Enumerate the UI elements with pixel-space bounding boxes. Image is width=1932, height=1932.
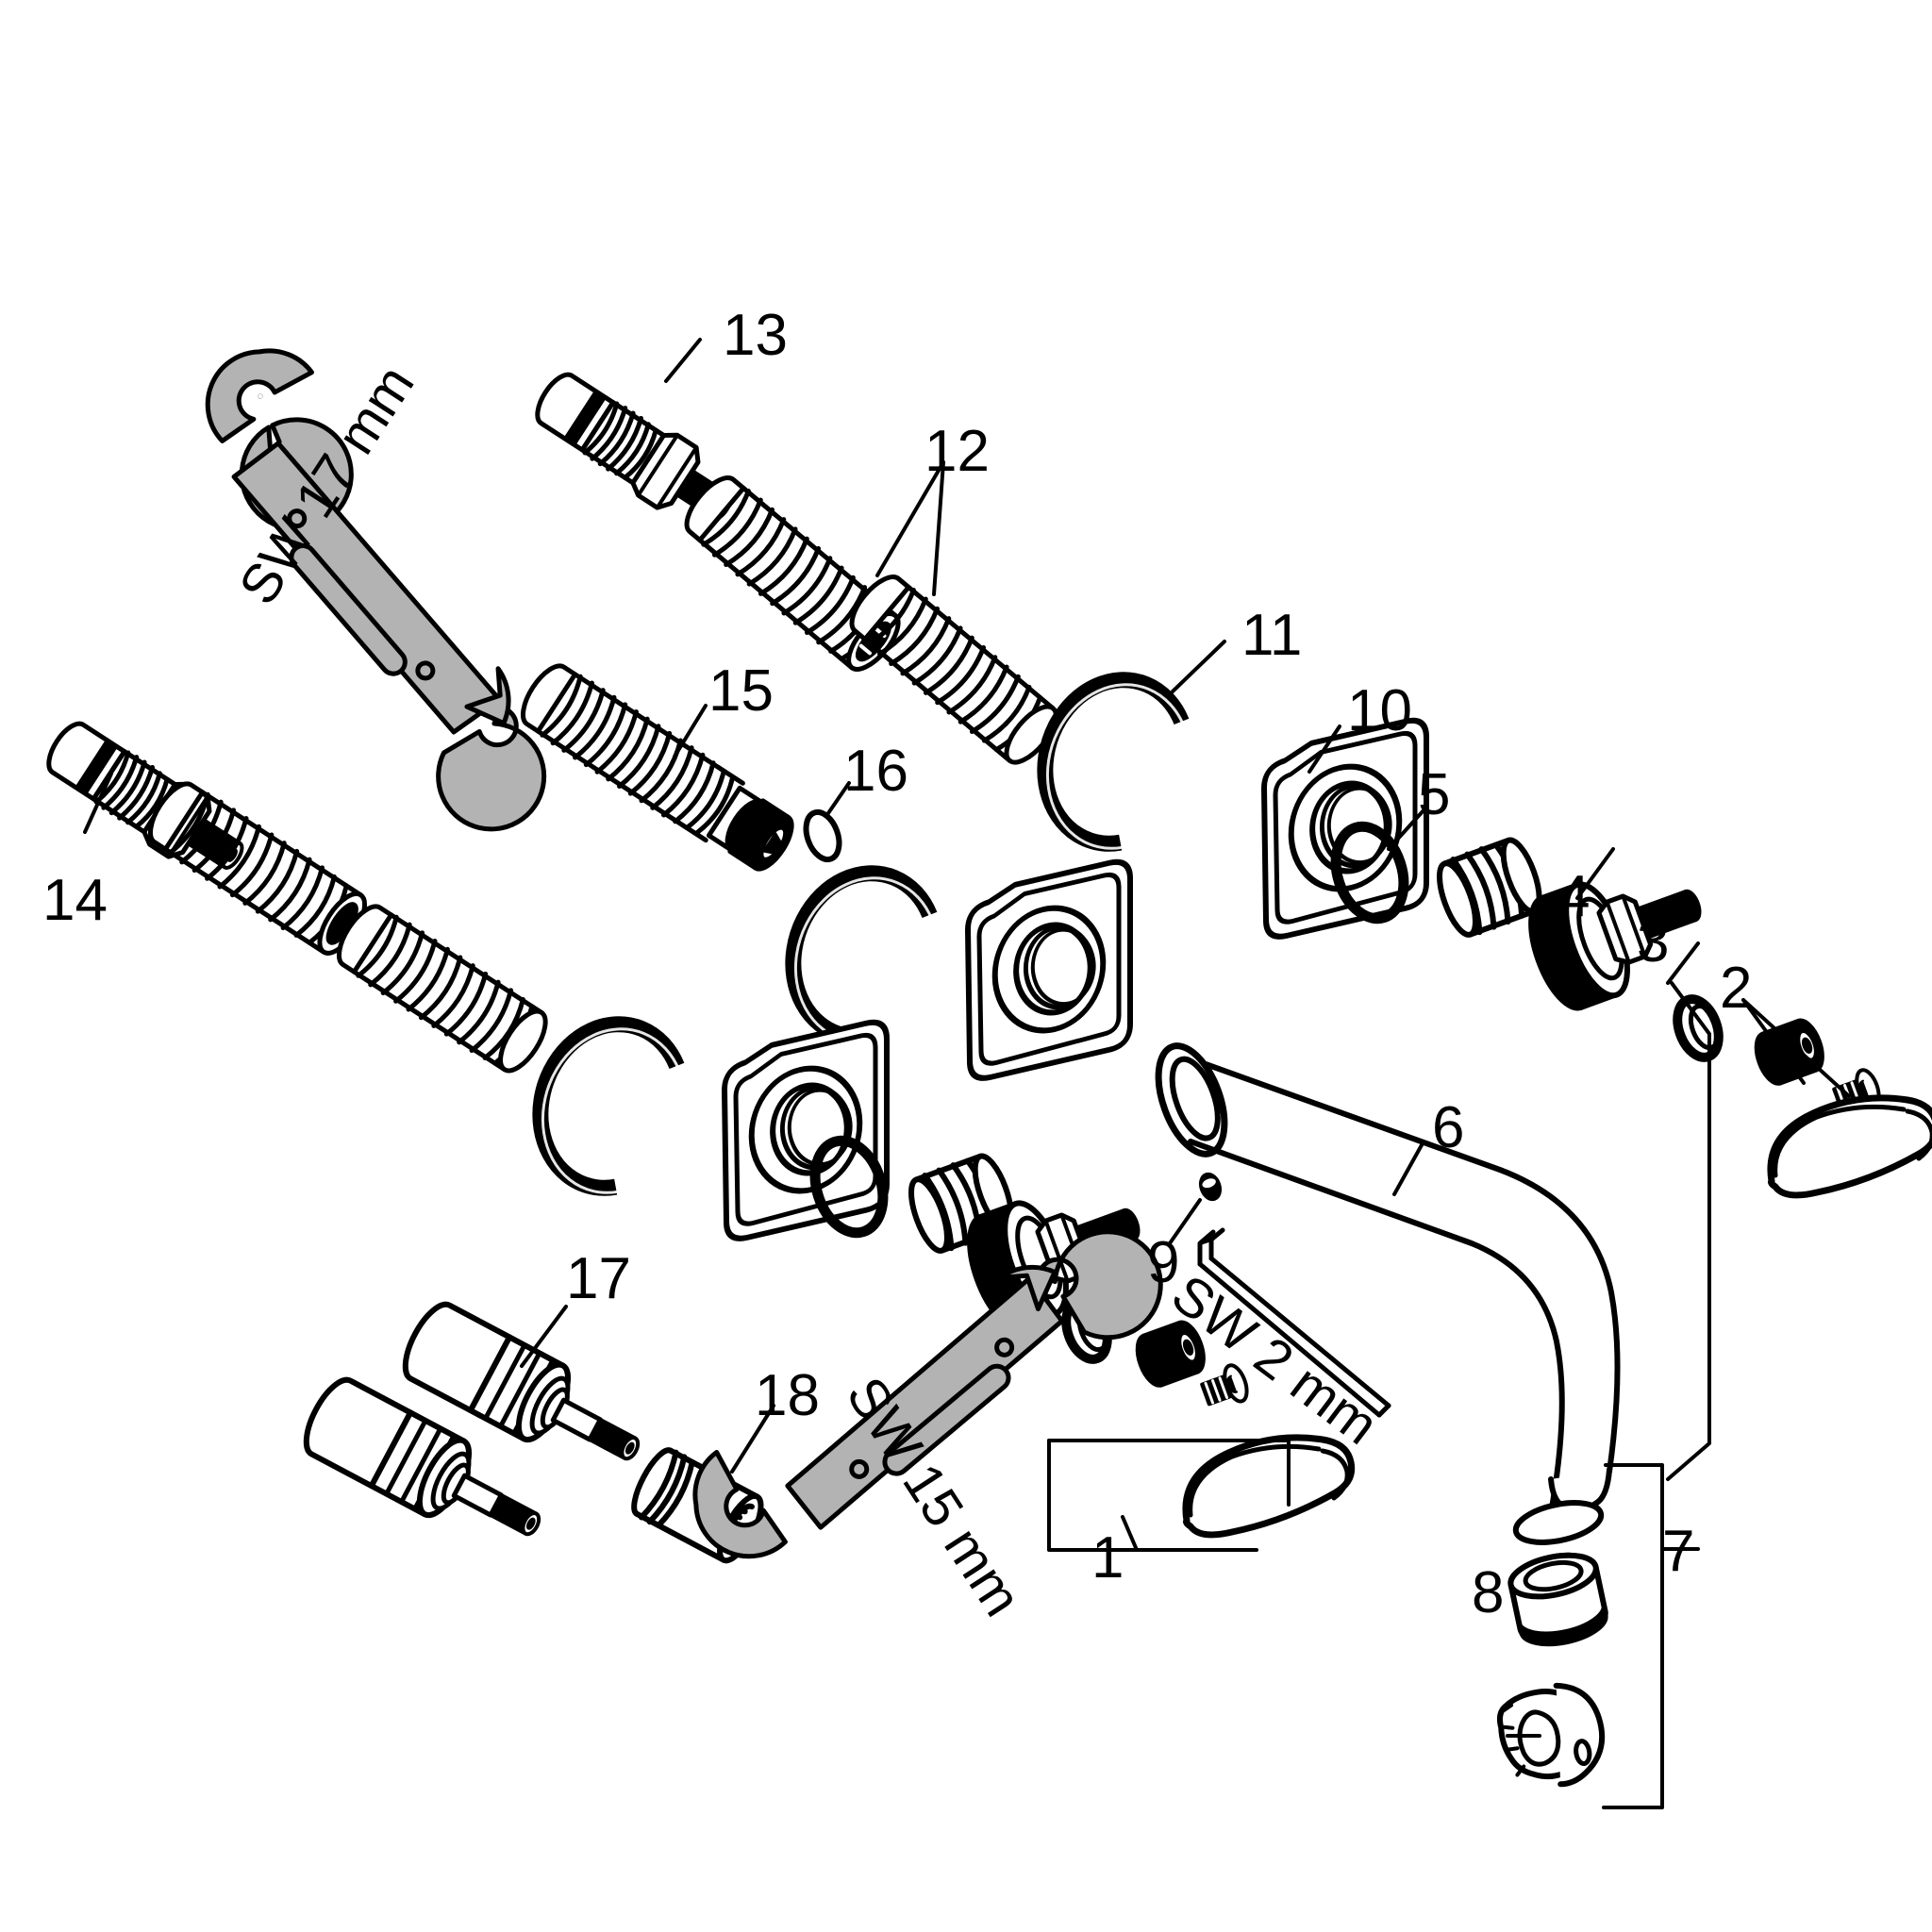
leader-12a	[875, 460, 945, 577]
callout-14: 14	[42, 868, 108, 933]
leader-12b	[932, 460, 945, 596]
part-2-sleeve	[1754, 1018, 1824, 1086]
callout-12: 12	[924, 419, 990, 484]
callout-17: 17	[566, 1246, 631, 1311]
leader-2b	[1741, 998, 1851, 1098]
leader-15	[673, 704, 708, 758]
leader-1	[1121, 1515, 1139, 1552]
leader-10	[1307, 724, 1341, 774]
callout-10: 10	[1347, 678, 1412, 743]
leader-13	[664, 338, 702, 383]
part-threaded-bushing-upper	[1437, 837, 1542, 938]
leader-4	[1575, 847, 1615, 900]
part-12-sleeve-b	[849, 575, 1058, 765]
part-o-ring-low	[809, 1135, 889, 1239]
callout-8: 8	[1472, 1560, 1505, 1625]
part-11-retaining-clip	[1023, 661, 1192, 861]
part-escutcheon-low	[722, 1019, 890, 1241]
leader-17	[520, 1305, 568, 1368]
callout-3: 3	[1637, 909, 1670, 974]
callout-6: 6	[1432, 1095, 1465, 1160]
leader-11	[1171, 640, 1226, 693]
callout-16: 16	[843, 739, 908, 804]
callout-4: 4	[1557, 864, 1591, 929]
part-4-valve-cartridge	[1528, 881, 1702, 1011]
leader-3	[1666, 941, 1700, 985]
leader-6	[1392, 1141, 1424, 1196]
leader-5	[1387, 808, 1426, 851]
bracket-6	[1666, 981, 1711, 1481]
leader-16	[826, 781, 851, 815]
bracket-7	[1602, 1463, 1664, 1809]
callout-13: 13	[723, 303, 788, 368]
part-right-lever-handle	[1767, 1094, 1932, 1199]
part-5-o-ring-large	[1330, 821, 1409, 924]
part-screw-low	[1200, 1363, 1249, 1407]
part-7-aerator	[1496, 1500, 1608, 1788]
part-17-cartridge-ext-a	[402, 1301, 641, 1461]
part-16-washer	[803, 808, 842, 863]
callout-5: 5	[1418, 762, 1451, 827]
part-sleeve-low	[1135, 1320, 1206, 1388]
part-threaded-extension-left-2	[337, 904, 548, 1074]
tool-wrench-15mm	[692, 1229, 1163, 1559]
part-17-cartridge-ext-b	[303, 1376, 541, 1537]
leader-14	[83, 772, 113, 834]
leader-18	[730, 1404, 775, 1474]
leader-2a	[1741, 998, 1806, 1085]
tool-allen-key-2mm	[1197, 1227, 1391, 1418]
callout-1: 1	[1091, 1525, 1124, 1591]
part-1-lever-handle	[1182, 1434, 1356, 1539]
part-threaded-extension-left	[148, 781, 367, 956]
callout-2: 2	[1720, 956, 1753, 1021]
tool-wrench-17mm	[205, 348, 547, 832]
part-3-o-ring-small	[1673, 994, 1724, 1062]
callout-7: 7	[1662, 1519, 1695, 1584]
bracket-1-bottom	[1047, 1439, 1258, 1552]
callout-15: 15	[708, 658, 774, 724]
callout-18: 18	[755, 1363, 820, 1428]
part-escutcheon-mid	[965, 858, 1133, 1081]
callout-9: 9	[1147, 1230, 1180, 1295]
leader-9	[1168, 1198, 1202, 1245]
callout-11: 11	[1241, 603, 1303, 668]
bracket-1-top	[1047, 1439, 1291, 1507]
